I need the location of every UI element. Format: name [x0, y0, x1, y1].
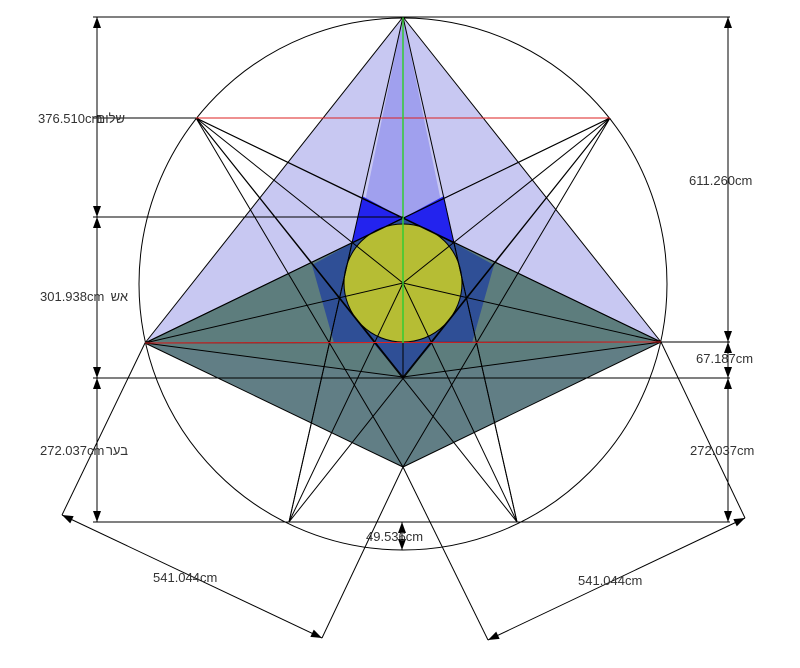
- dim-diag-left-arrow-start: [62, 515, 74, 524]
- star-edge-28: [351, 117, 611, 244]
- dim-label-diag-right: 541.044cm: [578, 573, 642, 588]
- dim-label-diag-left: 541.044cm: [153, 570, 217, 585]
- dim-bottom-center-arrow-end: [398, 539, 406, 550]
- dim-label-top-right: 611.260cm: [689, 173, 752, 188]
- dim-diag-right-arrow-start: [488, 631, 500, 640]
- star-edge-23: [195, 117, 404, 284]
- dim-right-middle-arrow-end: [724, 367, 732, 378]
- left-blue-wing: [352, 196, 403, 243]
- star-edge-25: [288, 242, 353, 523]
- star-edge-10: [402, 117, 611, 468]
- dim-left-middle-arrow-start: [93, 217, 101, 228]
- dim-right-upper-arrow-start: [724, 17, 732, 28]
- star-edge-12: [402, 341, 662, 468]
- ext-right-inner: [402, 466, 489, 641]
- dim-left-lower-arrow-start: [93, 378, 101, 389]
- dim-label-mid-right: 67.187cm: [696, 351, 753, 366]
- construction-lines: [61, 16, 746, 641]
- ext-left-outer: [61, 342, 146, 516]
- star-edge-26: [453, 242, 518, 523]
- dim-left-upper-arrow-end: [93, 206, 101, 217]
- star-edge-21: [144, 282, 404, 344]
- ext-left-inner: [321, 466, 404, 639]
- dimension-labels: 376.510cm שלום 301.938cm אש 272.037cm בע…: [38, 111, 754, 588]
- star-edge-20: [402, 282, 518, 523]
- star-edge-24: [402, 117, 611, 284]
- star-edge-22: [402, 282, 662, 343]
- star-edge-19: [288, 282, 404, 523]
- dim-right-upper-arrow-end: [724, 331, 732, 342]
- star-edge-1: [402, 16, 662, 343]
- dim-left-middle-arrow-end: [93, 367, 101, 378]
- dim-diag-left-line: [61, 514, 323, 639]
- dim-label-top-left: 376.510cm: [38, 111, 102, 126]
- dim-left-upper-arrow-start: [93, 17, 101, 28]
- dim-label-mid-left: 301.938cm: [40, 289, 104, 304]
- ext-right-outer: [660, 341, 746, 519]
- dim-label-bottom-left: 272.037cm: [40, 443, 104, 458]
- hebrew-label-esh: אש: [111, 289, 128, 304]
- star-edge-16: [402, 117, 611, 378]
- dim-diag-right-line: [487, 517, 746, 641]
- star-edge-18: [402, 341, 662, 378]
- dim-right-middle-arrow-start: [724, 342, 732, 353]
- star-edge-17: [144, 342, 404, 378]
- dim-right-lower-arrow-end: [724, 511, 732, 522]
- dim-right-lower-arrow-start: [724, 378, 732, 389]
- dim-label-bottom-center: 49.536cm: [366, 529, 423, 544]
- star-edge-15: [195, 117, 404, 378]
- rhombus-lower-region: [145, 342, 661, 467]
- star-edge-11: [144, 342, 404, 468]
- dim-left-lower-arrow-end: [93, 511, 101, 522]
- hebrew-label-baar: בער: [106, 443, 128, 458]
- star-edge-27: [195, 117, 455, 244]
- dim-bottom-center-arrow-start: [398, 522, 406, 533]
- dim-label-bottom-right: 272.037cm: [690, 443, 754, 458]
- star-edge-9: [195, 117, 404, 468]
- right-blue-wing: [403, 196, 454, 243]
- hebrew-label-shalom: שלום: [96, 111, 125, 126]
- dim-diag-left-arrow-end: [310, 629, 322, 638]
- dim-diag-right-arrow-end: [733, 518, 745, 527]
